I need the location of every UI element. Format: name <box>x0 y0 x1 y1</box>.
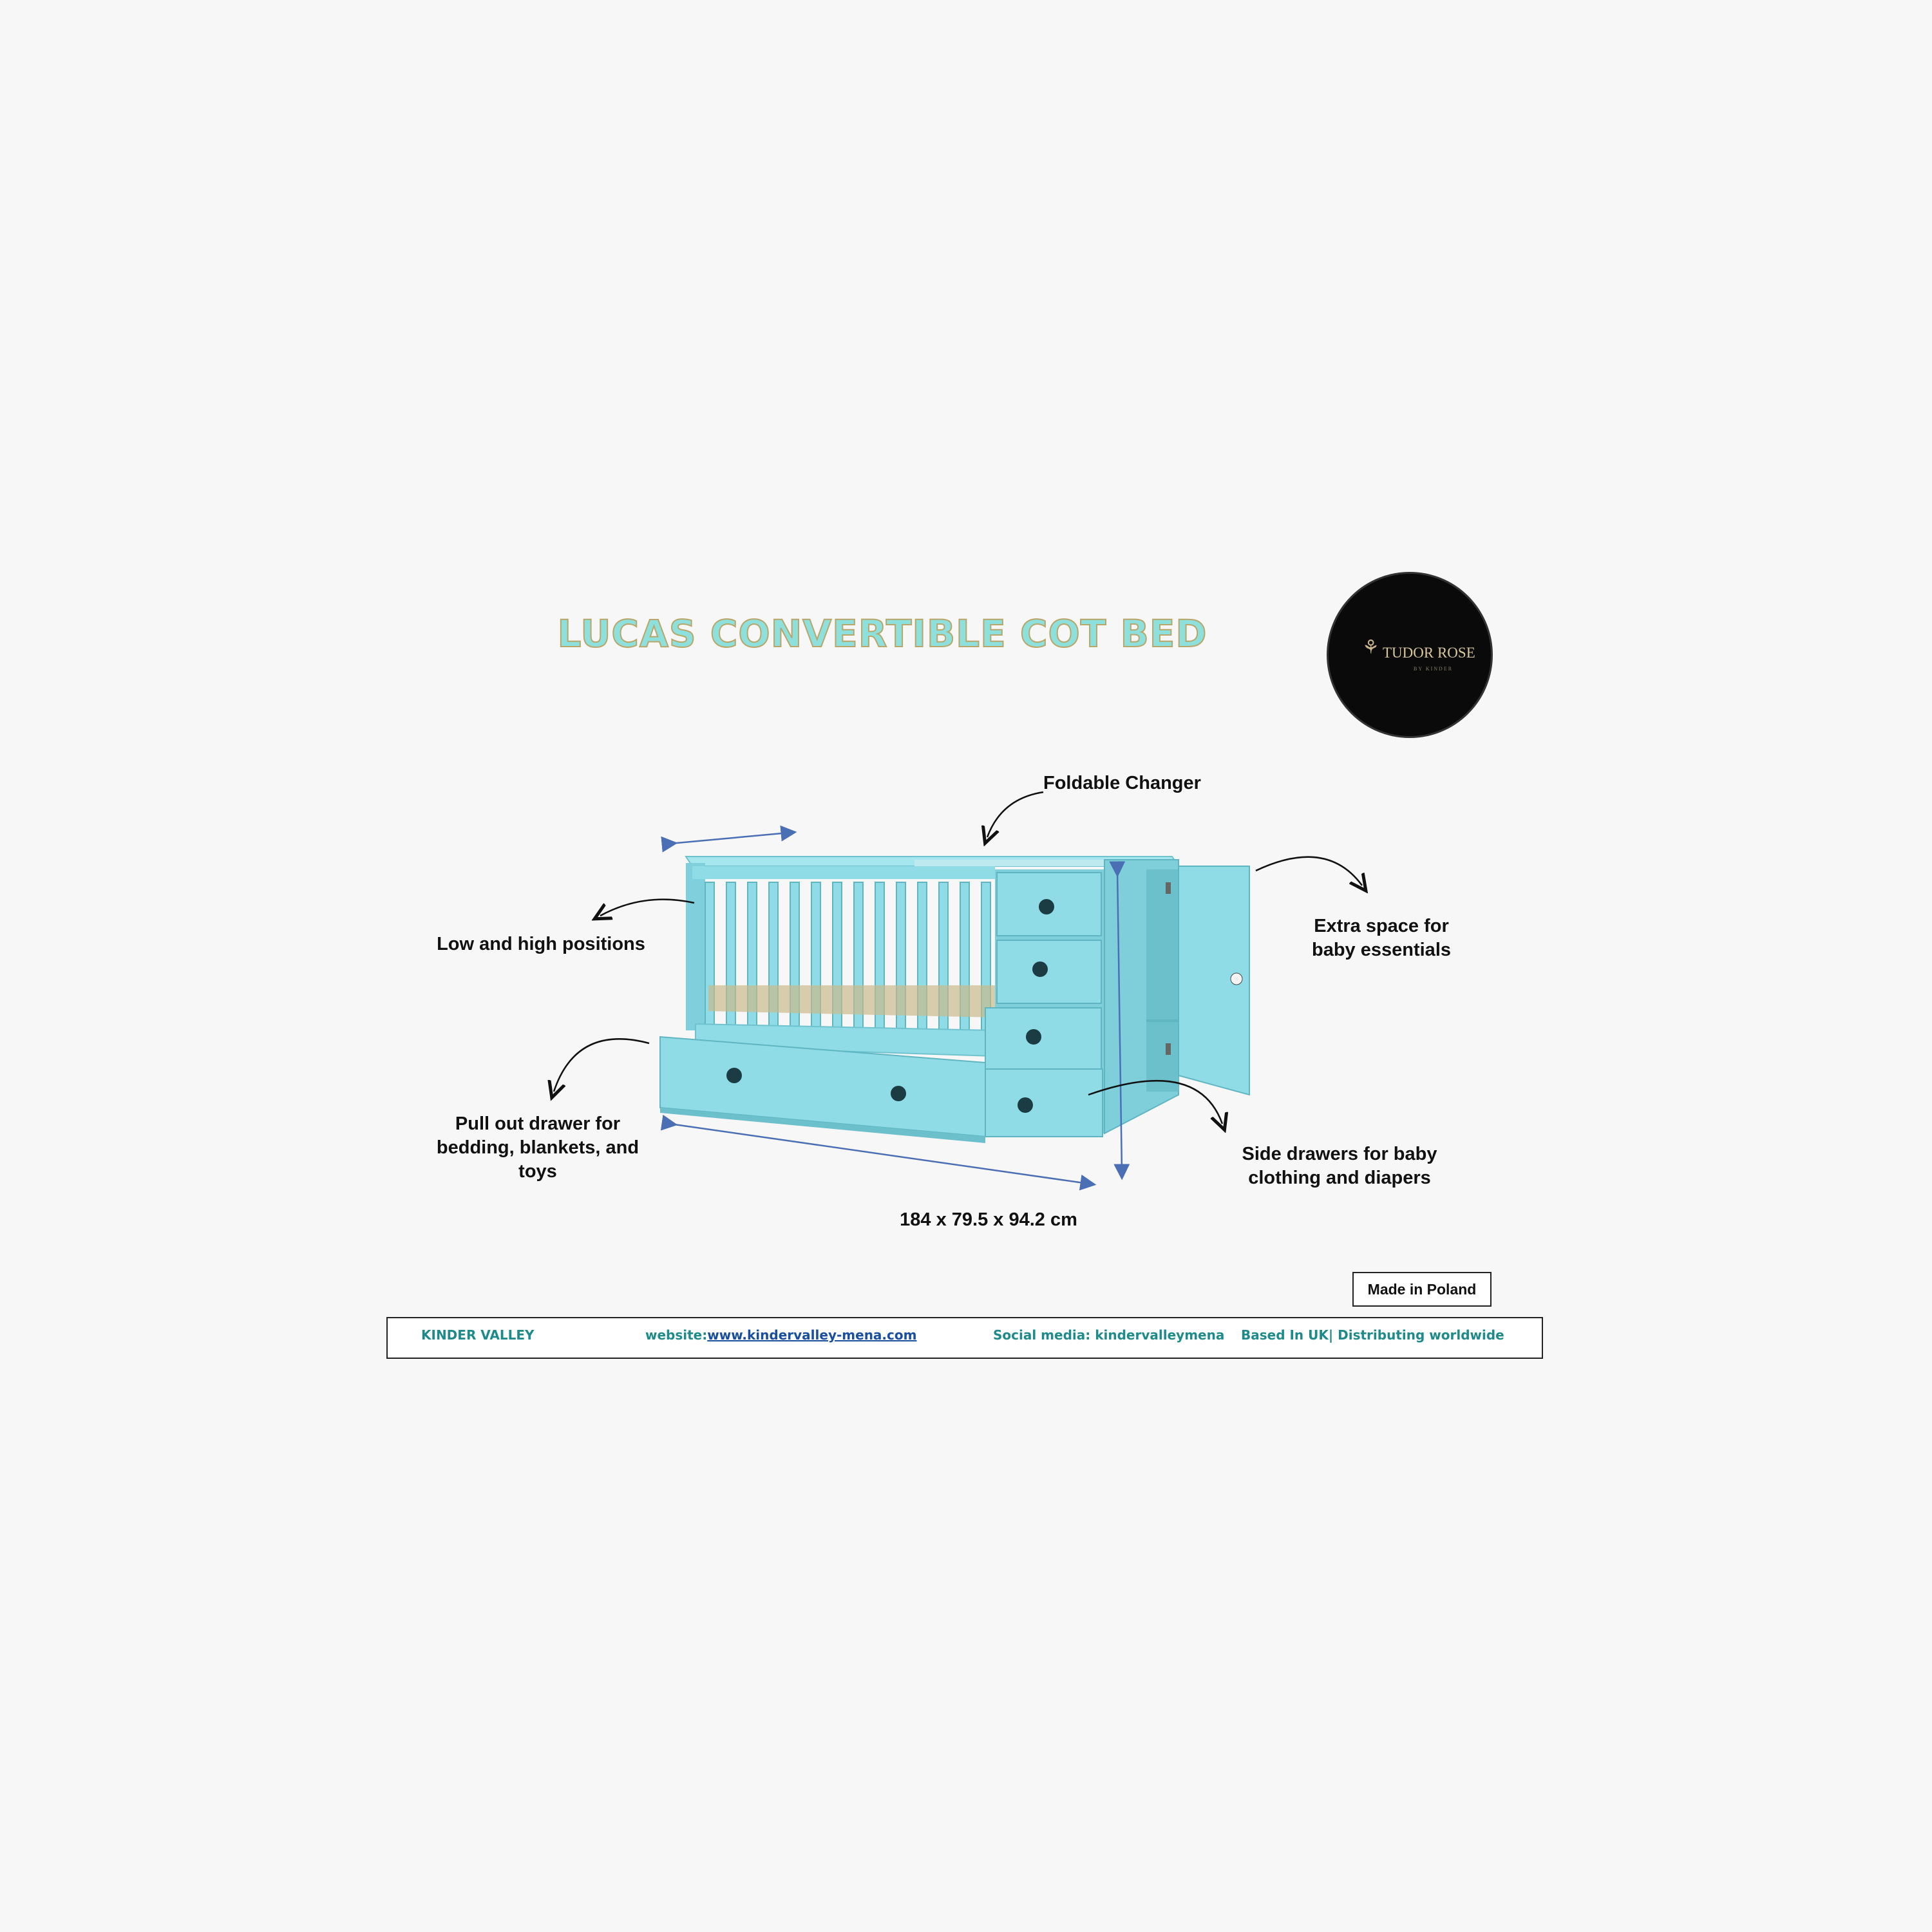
made-in-badge: Made in Poland <box>1352 1272 1492 1307</box>
footer-company: KINDER VALLEY <box>421 1327 535 1343</box>
label-side-drawers: Side drawers for baby clothing and diape… <box>1220 1142 1459 1190</box>
footer-social: Social media: kindervalleymena <box>993 1327 1225 1343</box>
dimension-arrows <box>660 825 1130 1191</box>
dimensions-label: 184 x 79.5 x 94.2 cm <box>900 1209 1077 1230</box>
logo-brand-text: TUDOR ROSE <box>1383 645 1475 661</box>
label-pull-out-drawer: Pull out drawer for bedding, blankets, a… <box>419 1112 657 1184</box>
footer-bar: KINDER VALLEY website:www.kindervalley-m… <box>386 1317 1543 1359</box>
rose-emblem-icon: ⚘ <box>1362 636 1379 659</box>
label-side-drawers-line2: clothing and diapers <box>1248 1168 1431 1188</box>
callout-arrows <box>554 791 1362 1124</box>
footer-based: Based In UK| Distributing worldwide <box>1241 1327 1504 1343</box>
label-extra-space-line1: Extra space for <box>1314 916 1449 936</box>
footer-website-prefix: website: <box>645 1327 708 1343</box>
label-extra-space: Extra space for baby essentials <box>1288 914 1475 962</box>
cabinet <box>1104 859 1250 1135</box>
label-side-drawers-line1: Side drawers for baby <box>1242 1144 1437 1164</box>
label-pull-out-line3: toys <box>518 1161 557 1182</box>
footer-website: website:www.kindervalley-mena.com <box>645 1327 916 1343</box>
page-title: LUCAS CONVERTIBLE COT BED <box>556 611 1208 656</box>
label-pull-out-line2: bedding, blankets, and <box>436 1137 639 1158</box>
label-low-high-positions: Low and high positions <box>437 934 645 954</box>
cot-frame <box>685 856 1180 1057</box>
label-pull-out-line1: Pull out drawer for <box>455 1113 621 1134</box>
label-foldable-changer: Foldable Changer <box>1043 773 1201 793</box>
logo-sub-text: BY KINDER <box>1414 666 1454 672</box>
tudor-rose-logo: ⚘ TUDOR ROSE BY KINDER <box>1327 572 1493 738</box>
label-extra-space-line2: baby essentials <box>1312 940 1451 960</box>
footer-website-link[interactable]: www.kindervalley-mena.com <box>707 1327 917 1343</box>
